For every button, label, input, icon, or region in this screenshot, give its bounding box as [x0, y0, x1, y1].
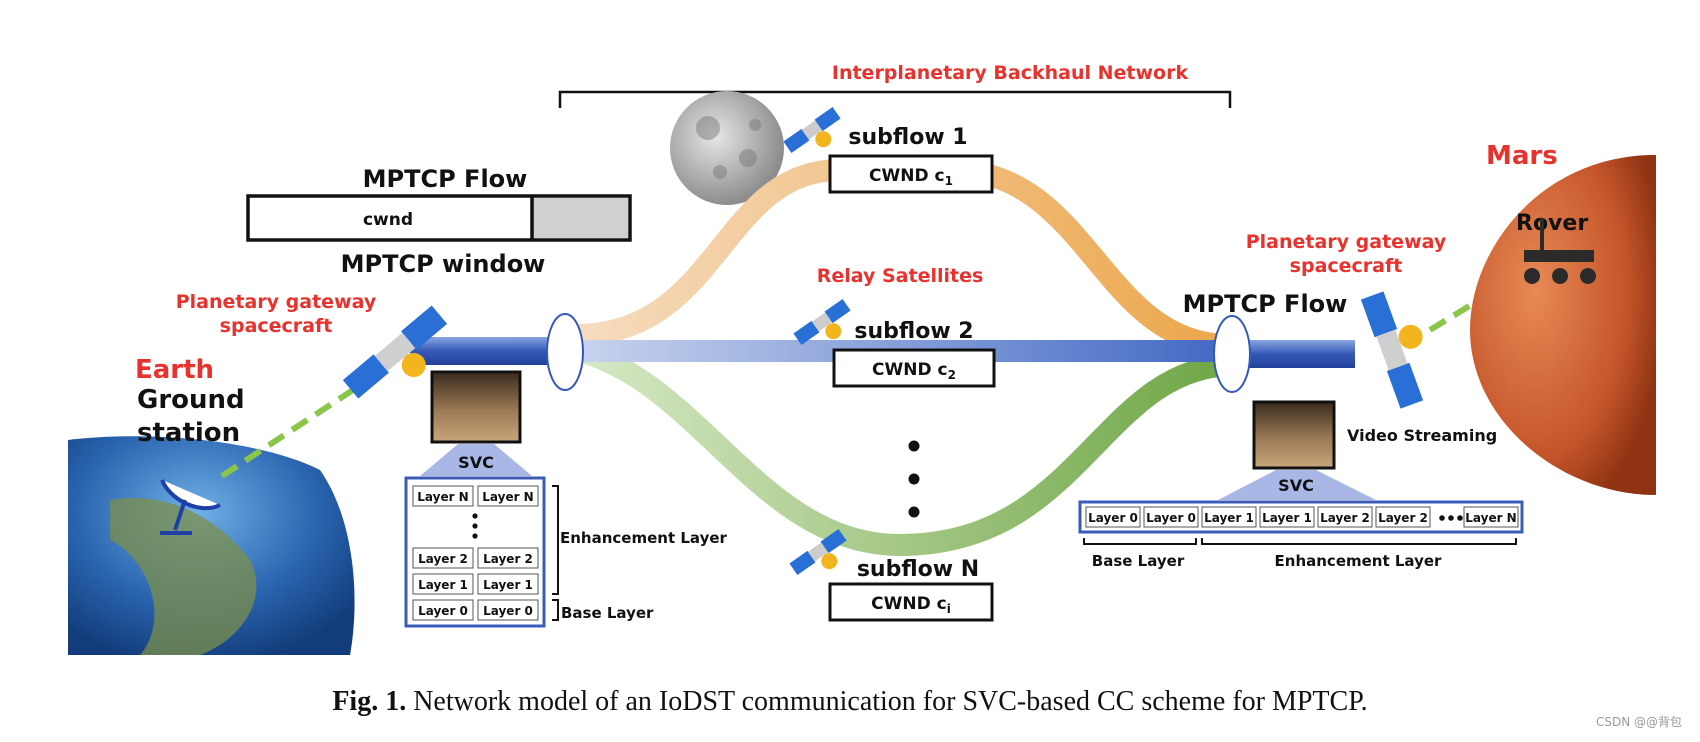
svg-text:Layer 2: Layer 2	[1378, 511, 1428, 525]
left-enhancement-bracket	[552, 485, 559, 595]
subflow-1-cwnd: CWND c1	[869, 166, 953, 188]
svg-text:Layer 0: Layer 0	[1088, 511, 1138, 525]
video-streaming-label: Video Streaming	[1347, 426, 1497, 445]
svg-text:Layer 1: Layer 1	[1204, 511, 1254, 525]
right-base-bracket	[1083, 538, 1197, 545]
subflow-ellipsis	[908, 440, 920, 518]
caption-text: Network model of an IoDST communication …	[406, 686, 1368, 717]
subflow-1-label: subflow 1	[848, 125, 967, 150]
watermark: CSDN @@背包	[1595, 715, 1682, 729]
mars-gateway-label-1: Planetary gateway	[1246, 231, 1447, 253]
svg-text:Layer N: Layer N	[1465, 511, 1516, 525]
mptcp-window-label: MPTCP window	[341, 250, 546, 278]
svg-text:Layer 2: Layer 2	[418, 552, 468, 566]
earth-gateway-label-1: Planetary gateway	[176, 291, 377, 313]
ground-station-dish-icon	[160, 479, 221, 535]
rover-label: Rover	[1516, 211, 1588, 236]
subflow-2-label: subflow 2	[854, 319, 973, 344]
rover-icon	[1524, 218, 1596, 284]
mars-label: Mars	[1486, 141, 1558, 171]
svg-text:Layer 0: Layer 0	[418, 604, 468, 618]
left-video-frame	[430, 370, 522, 444]
right-video-frame	[1252, 400, 1336, 470]
right-base-label: Base Layer	[1092, 552, 1185, 570]
right-svc-pyramid	[1218, 470, 1376, 500]
cwnd-label: cwnd	[363, 210, 413, 230]
subflow-1-cwnd-box	[828, 154, 994, 194]
subflow-n-path	[564, 339, 1241, 557]
ground-station-label-2: station	[137, 418, 240, 448]
right-enhancement-label: Enhancement Layer	[1275, 552, 1443, 570]
left-base-label: Base Layer	[561, 604, 654, 622]
left-pipe-end	[546, 313, 584, 391]
mars-icon	[1470, 155, 1656, 495]
right-svc-label: SVC	[1278, 476, 1314, 495]
backhaul-title: Interplanetary Backhaul Network	[832, 62, 1189, 84]
subflow-2-cwnd: CWND c2	[872, 360, 956, 382]
svg-text:Layer 1: Layer 1	[418, 578, 468, 592]
left-pipe	[410, 337, 570, 365]
caption-prefix: Fig. 1.	[332, 686, 407, 717]
right-layer-cells: Layer 0 Layer 0 Layer 1 Layer 1 Layer 2 …	[1085, 506, 1519, 528]
figure-caption: Fig. 1. Network model of an IoDST commun…	[0, 686, 1700, 718]
relay-satellites-label: Relay Satellites	[817, 265, 984, 287]
earth-label: Earth	[135, 355, 214, 385]
svg-text:Layer 0: Layer 0	[1146, 511, 1196, 525]
ground-station-label-1: Ground	[137, 385, 245, 415]
right-pipe-end	[1213, 315, 1251, 393]
subflow-n-cwnd-box	[828, 582, 994, 622]
svg-text:Layer N: Layer N	[482, 490, 533, 504]
mptcp-flow-right-title: MPTCP Flow	[1183, 290, 1348, 318]
relay-satellite-2-icon	[793, 299, 851, 345]
mars-gateway-label-2: spacecraft	[1290, 255, 1403, 277]
right-enhancement-bracket	[1201, 538, 1517, 545]
mptcp-flow-left-title: MPTCP Flow	[363, 165, 528, 193]
earth-gateway-label-2: spacecraft	[220, 315, 333, 337]
svg-text:Layer 2: Layer 2	[483, 552, 533, 566]
svg-text:Layer N: Layer N	[417, 490, 468, 504]
right-pipe	[1235, 340, 1355, 368]
relay-satellite-n-icon	[789, 529, 847, 575]
relay-satellite-1-icon	[783, 107, 841, 153]
mars-gateway-spacecraft-icon	[1360, 291, 1424, 409]
left-svc-label: SVC	[458, 453, 494, 472]
svg-text:Layer 2: Layer 2	[1320, 511, 1370, 525]
moon-craters	[696, 116, 761, 179]
svg-text:Layer 1: Layer 1	[1262, 511, 1312, 525]
left-enhancement-label: Enhancement Layer	[560, 529, 728, 547]
mptcp-window-used	[532, 198, 628, 238]
backhaul-bracket	[558, 90, 1232, 108]
left-layer-cells: Layer N Layer N Layer 2 Layer 2 Layer 1 Lay…	[412, 485, 539, 621]
svg-text:Layer 1: Layer 1	[483, 578, 533, 592]
subflow-n-label: subflow N	[857, 557, 979, 582]
left-svc-pyramid	[420, 444, 532, 476]
earth-gateway-spacecraft-icon	[342, 305, 448, 399]
subflow-n-cwnd: CWND ci	[871, 594, 951, 616]
left-base-bracket	[552, 599, 559, 621]
svg-text:Layer 0: Layer 0	[483, 604, 533, 618]
subflow-2-cwnd-box	[832, 348, 996, 388]
